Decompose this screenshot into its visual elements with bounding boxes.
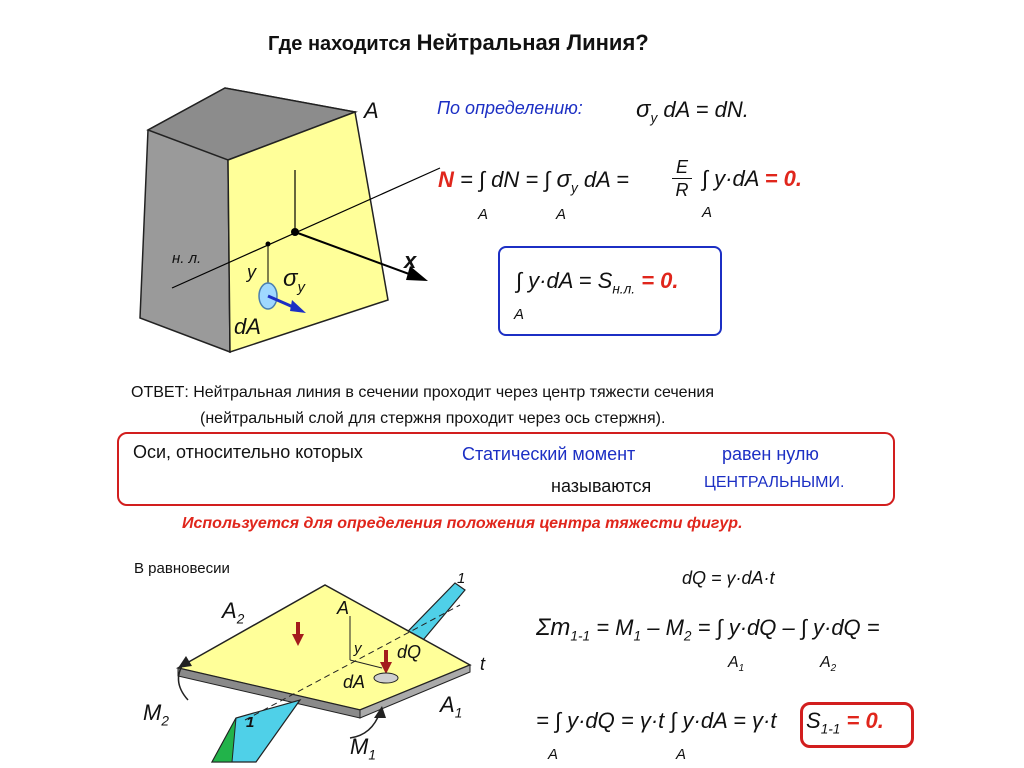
integral-lower-1: A	[478, 206, 489, 223]
lower-limit-A-4: A	[676, 746, 687, 763]
label-1-bottom: 1	[246, 714, 255, 731]
final-result: S1-1 = 0.	[806, 708, 884, 737]
prism-lower-face	[211, 717, 237, 763]
page-title: Где находится Нейтральная Линия?	[268, 30, 649, 56]
label-A-plate: A	[337, 598, 350, 618]
lower-limit-A-3: A	[548, 746, 559, 763]
definition-formula: σy dA = dN.	[636, 96, 749, 126]
label-t: t	[480, 654, 486, 674]
def-part-3: равен нулю	[722, 444, 819, 464]
definition-box	[117, 432, 895, 506]
integral-lower-box: A	[514, 306, 525, 323]
label-A: A	[364, 98, 379, 123]
title-prefix: Где находится	[268, 33, 412, 55]
x-axis-arrowhead	[406, 266, 428, 281]
label-sigma: σy	[283, 265, 305, 296]
label-A2: A2	[222, 598, 245, 627]
static-moment-formula: ∫ y·dA = Sн.л. = 0.	[516, 268, 679, 297]
weight-arrow-1	[292, 634, 304, 646]
label-dA-plate: dA	[343, 672, 366, 692]
def-part-1: Оси, относительно которых	[133, 442, 363, 462]
final-formula: = ∫ y·dQ = γ·t ∫ y·dA = γ·t	[536, 708, 777, 733]
sum-moment-formula: Σm1-1 = M1 – M2 = ∫ y·dQ – ∫ y·dQ =	[536, 614, 880, 644]
label-A1: A1	[440, 692, 463, 721]
label-y: y	[247, 262, 256, 282]
def-part-5: ЦЕНТРАЛЬНЫМИ.	[704, 474, 845, 491]
lower-limit-A1: A1	[728, 654, 745, 675]
axis-1-1	[244, 604, 461, 721]
dA-disc	[373, 672, 399, 684]
weight-arrow-2	[380, 662, 392, 674]
n-formula: N = ∫ dN = ∫ σy dA =	[438, 166, 629, 196]
usage-note: Используется для определения положения ц…	[182, 515, 743, 532]
answer-line-1: ОТВЕТ: Нейтральная линия в сечении прохо…	[131, 384, 715, 401]
integral-lower-2: A	[556, 206, 567, 223]
dQ-formula: dQ = γ·dA·t	[682, 568, 775, 588]
integral-lower-3: A	[702, 204, 713, 221]
def-part-2: Статический момент	[462, 444, 636, 464]
label-y-plate: y	[354, 640, 362, 657]
lower-limit-A2: A2	[820, 654, 837, 675]
fraction-E-R: E R	[672, 156, 692, 201]
neutral-line	[171, 167, 441, 289]
final-result-box	[800, 702, 914, 748]
static-moment-box	[498, 246, 722, 336]
x-axis	[294, 231, 421, 279]
label-dQ: dQ	[397, 642, 422, 662]
label-x: x	[404, 248, 417, 273]
label-neutral-line: н. л.	[172, 250, 202, 267]
def-part-4: называются	[551, 476, 652, 496]
equilibrium-label: В равновесии	[134, 560, 230, 577]
n-integral-ydA: ∫ y·dA = 0.	[702, 166, 802, 191]
title-main: Нейтральная Линия?	[416, 30, 649, 55]
label-M1: M1	[350, 734, 376, 763]
origin-point	[291, 228, 299, 236]
answer-line-2: (нейтральный слой для стержня проходит ч…	[200, 410, 666, 427]
label-M2: M2	[143, 700, 169, 729]
definition-label: По определению:	[437, 98, 583, 118]
plate-edge-right	[359, 664, 471, 719]
label-1-top: 1	[457, 570, 466, 587]
label-dA: dA	[234, 314, 261, 339]
